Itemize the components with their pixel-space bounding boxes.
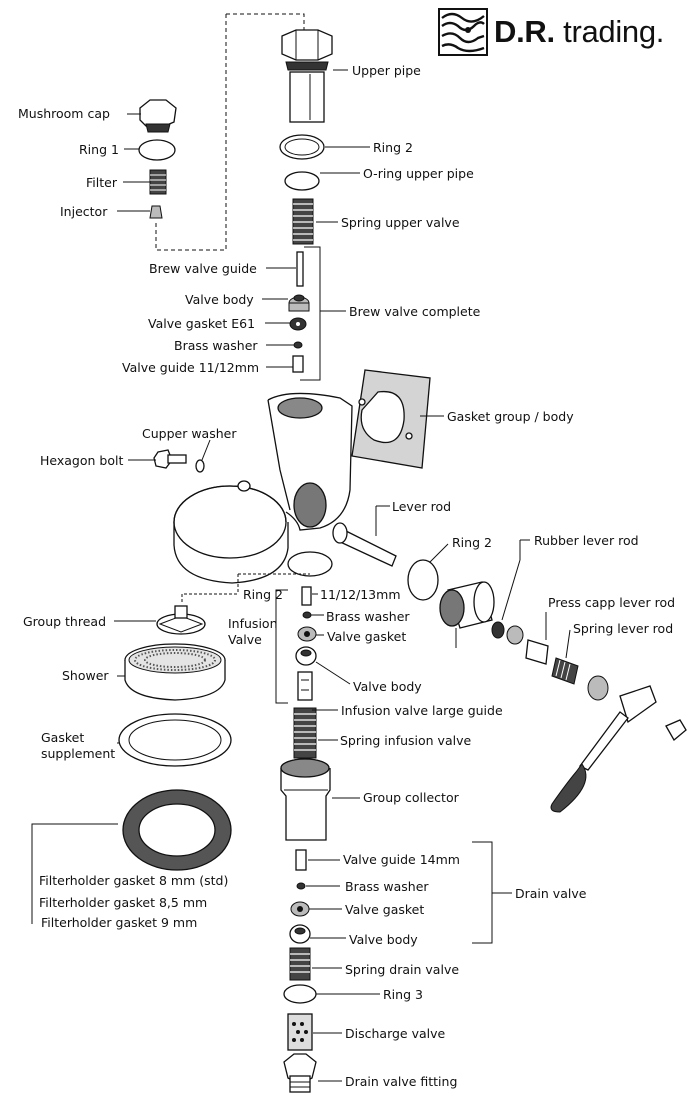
brass-washer-drain-part (296, 882, 306, 890)
label-group-collector: Group collector (363, 790, 459, 805)
label-gasket-group-body: Gasket group / body (447, 409, 574, 424)
label-ring2-lever: Ring 2 (452, 535, 492, 550)
label-valve-gasket-drain: Valve gasket (345, 902, 425, 917)
infusion-large-guide-part (297, 671, 313, 701)
label-group-thread: Group thread (23, 614, 107, 629)
valve-guide-1112-part (292, 355, 304, 373)
discharge-valve-part (287, 1013, 313, 1051)
brass-washer-inf-part (302, 611, 312, 619)
brand-logo: D.R. trading. (438, 8, 694, 56)
label-drain-valve-fitting: Drain valve fitting (345, 1074, 458, 1089)
lever-handle-part (550, 675, 687, 813)
label-ring2-group: Ring 2 (243, 587, 283, 602)
label-infusion-large-guide: Infusion valve large guide (341, 703, 503, 718)
valve-body-inf-part (295, 646, 317, 666)
label-spring-upper-valve: Spring upper valve (341, 215, 460, 230)
label-spring-drain-valve: Spring drain valve (345, 962, 460, 977)
label-brass-washer-inf: Brass washer (326, 609, 410, 624)
label-discharge-valve: Discharge valve (345, 1026, 446, 1041)
label-rubber-lever-rod: Rubber lever rod (534, 533, 639, 548)
label-filter: Filter (86, 175, 117, 190)
label-valve-body-inf: Valve body (353, 679, 422, 694)
label-ring1: Ring 1 (79, 142, 119, 157)
label-press-capp-lever-rod: Press capp lever rod (548, 595, 676, 610)
ring2-group-part (287, 551, 333, 577)
upper-pipe-part (281, 29, 333, 123)
label-valve-body-drain: Valve body (349, 932, 418, 947)
label-valve-gasket-inf: Valve gasket (327, 629, 407, 644)
label-drain-valve: Drain valve (515, 886, 587, 901)
label-filterholder-8: Filterholder gasket 8 mm (std) (39, 873, 229, 888)
rubber-lever-rod-part (491, 621, 505, 639)
ring1-part (138, 139, 176, 161)
label-brass-washer-drain: Brass washer (345, 879, 429, 894)
group-body-part (173, 392, 353, 584)
brew-valve-guide-part (296, 251, 304, 287)
drain-valve-bracket (472, 841, 493, 944)
label-mushroom-cap: Mushroom cap (18, 106, 110, 121)
ring3-part (283, 984, 317, 1004)
label-valve-guide-14: Valve guide 14mm (343, 852, 460, 867)
hexagon-bolt-part (153, 449, 187, 469)
label-valve-body-top: Valve body (185, 292, 254, 307)
dashed-connector-top (226, 13, 305, 34)
ring2-lever-part (407, 559, 439, 601)
brew-valve-bracket (300, 246, 321, 381)
label-injector: Injector (60, 204, 108, 219)
label-filterholder-9: Filterholder gasket 9 mm (41, 915, 198, 930)
press-capp-part (525, 639, 549, 665)
infusion-valve-bracket (275, 589, 288, 704)
valve-body-top-part (288, 294, 310, 312)
label-lever-rod: Lever rod (392, 499, 452, 514)
label-brass-washer-top: Brass washer (174, 338, 258, 353)
spring-lever-rod-part (551, 657, 579, 685)
label-size-111213: 11/12/13mm (320, 587, 401, 602)
ring2-top-part (279, 134, 325, 160)
filterholder-bracket (31, 823, 118, 924)
spring-drain-valve-part (289, 947, 311, 981)
drain-valve-fitting-part (283, 1053, 317, 1093)
brand-name: D.R. trading. (494, 14, 665, 49)
filter-part (149, 169, 167, 195)
label-upper-pipe: Upper pipe (352, 63, 421, 78)
oring-upper-pipe-part (284, 171, 320, 191)
brand-wood-icon (438, 8, 488, 56)
label-brew-valve-complete: Brew valve complete (349, 304, 481, 319)
label-valve-gasket-e61: Valve gasket E61 (148, 316, 256, 331)
gasket-group-body-part (351, 369, 431, 469)
label-infusion-valve: Infusion Valve (228, 616, 278, 647)
lever-housing-part (439, 581, 495, 648)
label-brew-valve-guide: Brew valve guide (149, 261, 257, 276)
group-collector-part (280, 758, 331, 841)
spring-upper-valve-part (292, 198, 314, 245)
label-ring2-top: Ring 2 (373, 140, 413, 155)
label-spring-lever-rod: Spring lever rod (573, 621, 674, 636)
gasket-supplement-part (118, 713, 232, 767)
shower-part (124, 643, 226, 701)
label-oring-upper-pipe: O-ring upper pipe (363, 166, 474, 181)
mushroom-cap-part (139, 99, 177, 133)
brass-washer-top-part (293, 341, 303, 349)
label-shower: Shower (62, 668, 109, 683)
label-ring3: Ring 3 (383, 987, 423, 1002)
valve-body-drain-part (289, 924, 311, 944)
spring-infusion-valve-part (293, 707, 317, 759)
label-valve-guide-1112: Valve guide 11/12mm (122, 360, 260, 375)
label-spring-infusion-valve: Spring infusion valve (340, 733, 472, 748)
filterholder-gasket-part (122, 789, 232, 871)
injector-part (149, 205, 163, 219)
label-filterholder-85: Filterholder gasket 8,5 mm (39, 895, 208, 910)
label-cupper-washer: Cupper washer (142, 426, 237, 441)
group-thread-part (156, 605, 206, 635)
label-hexagon-bolt: Hexagon bolt (40, 453, 124, 468)
valve-guide-14-part (295, 849, 307, 871)
lever-rod-part (332, 522, 397, 567)
valve-guide-111213-part (301, 586, 312, 606)
label-gasket-supplement: Gasket supplement (41, 730, 116, 761)
cupper-washer-part (195, 459, 205, 473)
